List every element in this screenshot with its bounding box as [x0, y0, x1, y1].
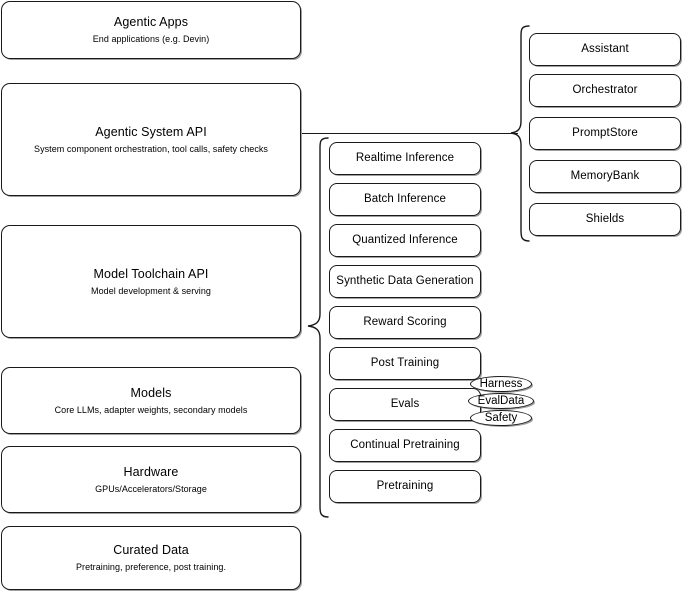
component-label: Shields: [585, 213, 625, 225]
component-promptstore[interactable]: PromptStore: [529, 117, 681, 150]
pill-label: EvalData: [477, 395, 525, 407]
component-label: Orchestrator: [572, 84, 638, 96]
component-label: Reward Scoring: [363, 316, 447, 328]
component-label: MemoryBank: [570, 170, 640, 182]
layer-subtitle: Pretraining, preference, post training.: [75, 562, 227, 572]
component-orchestrator[interactable]: Orchestrator: [529, 74, 681, 107]
layer-box-models[interactable]: Models Core LLMs, adapter weights, secon…: [1, 367, 301, 434]
component-label: Post Training: [370, 357, 440, 369]
layer-subtitle: Model development & serving: [91, 285, 211, 296]
layer-title: Model Toolchain API: [93, 266, 209, 281]
component-label: Synthetic Data Generation: [336, 275, 474, 287]
component-label: Continual Pretraining: [350, 439, 460, 451]
component-label: Realtime Inference: [355, 152, 455, 164]
layer-subtitle: GPUs/Accelerators/Storage: [95, 483, 207, 494]
component-memorybank[interactable]: MemoryBank: [529, 160, 681, 193]
component-batch-inference[interactable]: Batch Inference: [329, 183, 481, 216]
evals-subcomponent-safety[interactable]: Safety: [470, 410, 532, 426]
component-label: PromptStore: [572, 127, 638, 139]
component-shields[interactable]: Shields: [529, 203, 681, 236]
component-label: Quantized Inference: [352, 234, 458, 246]
layer-box-agentic-apps[interactable]: Agentic Apps End applications (e.g. Devi…: [1, 1, 301, 59]
connector-system-api-to-components: [302, 133, 518, 134]
component-label: Pretraining: [376, 480, 434, 492]
layer-title: Curated Data: [113, 543, 189, 557]
component-quantized-inference[interactable]: Quantized Inference: [329, 224, 481, 257]
evals-subcomponent-evaldata[interactable]: EvalData: [468, 393, 534, 409]
layer-title: Hardware: [123, 464, 179, 479]
pill-label: Safety: [484, 412, 518, 424]
layer-box-hardware[interactable]: Hardware GPUs/Accelerators/Storage: [1, 446, 301, 513]
component-label: Assistant: [581, 43, 629, 55]
layer-subtitle: Core LLMs, adapter weights, secondary mo…: [54, 404, 248, 415]
pill-label: Harness: [479, 378, 523, 390]
layer-box-agentic-system-api[interactable]: Agentic System API System component orch…: [1, 83, 301, 196]
layer-box-model-toolchain-api[interactable]: Model Toolchain API Model development & …: [1, 225, 301, 338]
component-pretraining[interactable]: Pretraining: [329, 470, 481, 503]
component-label: Batch Inference: [363, 193, 447, 205]
layer-subtitle: System component orchestration, tool cal…: [34, 143, 268, 154]
component-realtime-inference[interactable]: Realtime Inference: [329, 142, 481, 175]
layer-subtitle: End applications (e.g. Devin): [92, 34, 210, 44]
layer-title: Models: [130, 385, 172, 400]
brace-system-components: [510, 25, 530, 242]
evals-subcomponent-harness[interactable]: Harness: [470, 376, 532, 392]
brace-toolchain: [307, 137, 329, 518]
layer-box-curated-data[interactable]: Curated Data Pretraining, preference, po…: [1, 526, 301, 590]
component-assistant[interactable]: Assistant: [529, 33, 681, 66]
layer-title: Agentic System API: [95, 124, 207, 139]
component-continual-pretraining[interactable]: Continual Pretraining: [329, 429, 481, 462]
component-label: Evals: [390, 398, 420, 410]
component-synthetic-data-generation[interactable]: Synthetic Data Generation: [329, 265, 481, 298]
layer-title: Agentic Apps: [113, 15, 189, 29]
component-reward-scoring[interactable]: Reward Scoring: [329, 306, 481, 339]
component-evals[interactable]: Evals: [329, 388, 481, 421]
component-post-training[interactable]: Post Training: [329, 347, 481, 380]
